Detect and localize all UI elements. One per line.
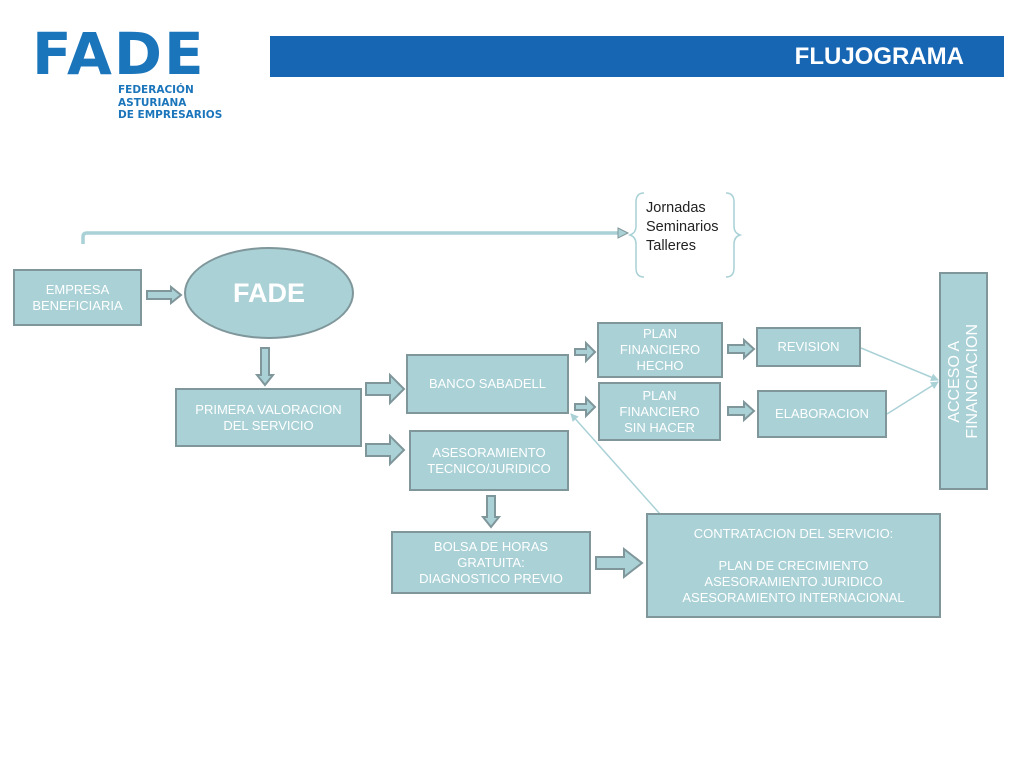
arrow-primera-to-banco	[365, 372, 406, 406]
node-banco-sabadell: BANCO SABADELL	[406, 354, 569, 414]
arrow-banco-to-plan-sin	[574, 395, 597, 419]
connector-revision-to-acceso	[860, 347, 939, 382]
fade-logo: FADE FEDERACIÓN ASTURIANA DE EMPRESARIOS	[32, 25, 242, 125]
connector-elaboracion-to-acceso	[886, 381, 939, 415]
node-elaboracion: ELABORACION	[757, 390, 887, 438]
event-item: Jornadas	[646, 200, 706, 216]
arrow-empresa-to-fade	[146, 284, 183, 306]
page-title: FLUJOGRAMA	[794, 43, 964, 70]
node-bolsa-de-horas: BOLSA DE HORAS GRATUITA: DIAGNOSTICO PRE…	[391, 531, 591, 594]
acceso-label: ACCESO A FINANCIACION	[945, 323, 981, 439]
event-item: Talleres	[646, 238, 696, 254]
events-list: Jornadas Seminarios Talleres	[646, 199, 719, 256]
event-item: Seminarios	[646, 219, 719, 235]
arrow-primera-to-asesoramiento	[365, 433, 406, 467]
arrow-bolsa-to-contratacion	[595, 546, 644, 580]
node-acceso-a-financiacion: ACCESO A FINANCIACION	[939, 272, 988, 490]
node-contratacion-del-servicio: CONTRATACION DEL SERVICIO: PLAN DE CRECI…	[646, 513, 941, 618]
node-asesoramiento: ASESORAMIENTO TECNICO/JURIDICO	[409, 430, 569, 491]
arrow-plan-hecho-to-revision	[727, 337, 756, 361]
connector-contratacion-to-banco	[570, 413, 661, 515]
node-plan-financiero-sin-hacer: PLAN FINANCIERO SIN HACER	[598, 382, 721, 441]
title-bar: FLUJOGRAMA	[270, 36, 1004, 77]
node-primera-valoracion: PRIMERA VALORACION DEL SERVICIO	[175, 388, 362, 447]
node-revision: REVISION	[756, 327, 861, 367]
arrow-fade-to-primera	[254, 347, 276, 387]
logo-mark: FADE	[32, 20, 206, 88]
arrow-asesoramiento-to-bolsa	[480, 495, 502, 529]
arrow-banco-to-plan-hecho	[574, 340, 597, 364]
connector-fade-to-events-head	[617, 227, 630, 239]
node-empresa-beneficiaria: EMPRESA BENEFICIARIA	[13, 269, 142, 326]
arrow-plan-sin-to-elaboracion	[727, 399, 756, 423]
events-bracket	[627, 192, 743, 278]
node-plan-financiero-hecho: PLAN FINANCIERO HECHO	[597, 322, 723, 378]
logo-subtitle-line: ASTURIANA	[118, 96, 187, 109]
connector-fade-to-events	[81, 231, 620, 244]
logo-subtitle-line: DE EMPRESARIOS	[118, 109, 223, 121]
node-fade: FADE	[184, 247, 354, 339]
logo-subtitle: FEDERACIÓN ASTURIANA DE EMPRESARIOS	[118, 84, 222, 122]
logo-subtitle-line: FEDERACIÓN	[118, 84, 194, 96]
